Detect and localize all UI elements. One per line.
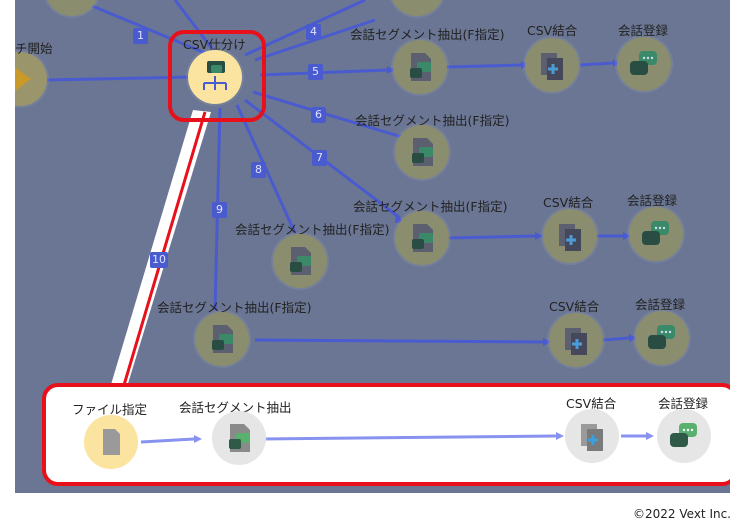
csv-join-icon xyxy=(559,224,581,251)
csv-join-node[interactable] xyxy=(543,209,597,263)
csv-join-icon xyxy=(565,328,587,355)
branch-number: 10 xyxy=(150,252,168,268)
csv-join-node[interactable] xyxy=(565,409,619,463)
branch-number: 7 xyxy=(312,150,327,166)
segment-node[interactable] xyxy=(395,211,449,265)
chat-icon xyxy=(648,325,675,349)
node-label: CSV結合 xyxy=(543,195,594,210)
document-chat-icon xyxy=(412,224,433,252)
branch-number: 5 xyxy=(308,64,323,80)
segment-node[interactable] xyxy=(195,312,249,366)
highlight-box xyxy=(168,30,266,122)
node-label: CSV結合 xyxy=(549,299,600,314)
csv-join-label: CSV結合 xyxy=(566,396,617,411)
document-chat-icon xyxy=(412,138,433,166)
csv-split-node[interactable] xyxy=(188,50,242,104)
csv-join-node[interactable] xyxy=(549,313,603,367)
document-chat-icon xyxy=(212,325,233,353)
file-icon xyxy=(103,429,120,455)
document-chat-icon xyxy=(229,424,250,452)
register-node[interactable] xyxy=(629,207,683,261)
node-label: 会話セグメント抽出(F指定) xyxy=(353,199,508,214)
segment-node[interactable] xyxy=(212,411,266,465)
node-label: 会話登録 xyxy=(635,297,686,312)
highlighted-flow-panel: ファイル指定 会話セグメント抽出 CSV結合 会話登録 xyxy=(42,383,730,486)
node-label: 会話セグメント抽出(F指定) xyxy=(355,113,510,128)
node-label: 会話登録 xyxy=(627,193,678,208)
register-node[interactable] xyxy=(635,311,689,365)
register-node[interactable] xyxy=(617,37,671,91)
segment-node[interactable] xyxy=(273,234,327,288)
node-label: 会話登録 xyxy=(618,23,669,38)
node-label: 会話セグメント抽出(F指定) xyxy=(350,27,505,42)
document-chat-icon xyxy=(410,53,431,81)
node-label: CSV結合 xyxy=(527,23,578,38)
branch-number: 9 xyxy=(212,202,227,218)
register-label: 会話登録 xyxy=(658,396,709,411)
node-top-right[interactable] xyxy=(390,0,444,16)
chat-icon xyxy=(670,423,697,447)
start-label: チ開始 xyxy=(15,41,53,56)
file-node[interactable] xyxy=(84,415,138,469)
node-label: 会話セグメント抽出(F指定) xyxy=(235,222,390,237)
center-node-label: CSV仕分け xyxy=(183,37,246,52)
node-top-left[interactable] xyxy=(45,0,99,16)
segment-label: 会話セグメント抽出 xyxy=(179,400,292,415)
workflow-canvas[interactable]: 1 4 5 6 7 8 9 10 チ開始 CSV仕分け 会話セグメント抽出(F指… xyxy=(15,0,730,493)
start-node[interactable] xyxy=(15,52,47,106)
branch-number: 1 xyxy=(133,28,148,44)
chat-icon xyxy=(642,221,669,245)
node-label: 会話セグメント抽出(F指定) xyxy=(157,300,312,315)
segment-node[interactable] xyxy=(393,40,447,94)
register-node[interactable] xyxy=(657,409,711,463)
csv-join-icon xyxy=(541,53,563,80)
sort-icon xyxy=(203,61,227,90)
csv-join-node[interactable] xyxy=(525,38,579,92)
chat-icon xyxy=(630,51,657,75)
branch-number: 8 xyxy=(251,162,266,178)
panel-edges xyxy=(140,432,654,444)
file-label: ファイル指定 xyxy=(72,402,148,417)
csv-join-icon xyxy=(581,424,603,451)
branch-number: 6 xyxy=(311,107,326,123)
branch-number: 4 xyxy=(306,24,321,40)
segment-node[interactable] xyxy=(395,125,449,179)
copyright: ©2022 Vext Inc. xyxy=(633,507,731,521)
document-chat-icon xyxy=(290,247,311,275)
